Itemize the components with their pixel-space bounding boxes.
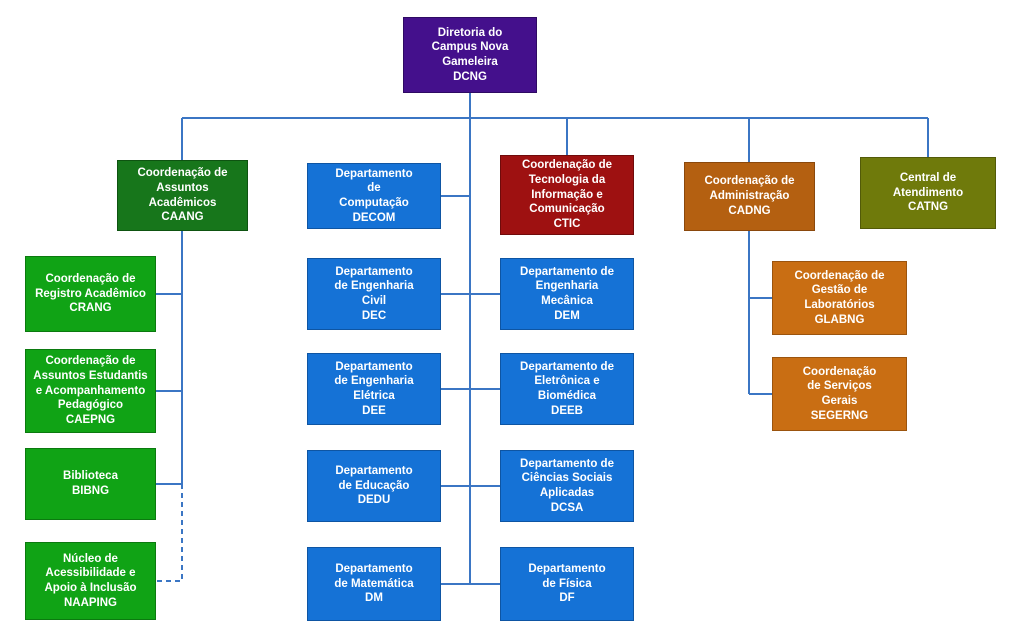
- node-label: Departamento de Eletrônica e Biomédica D…: [520, 360, 614, 417]
- node-label: Diretoria do Campus Nova Gameleira DCNG: [431, 26, 509, 83]
- node-dm: Departamento de Matemática DM: [307, 547, 441, 621]
- node-label: Departamento de Engenharia Mecânica DEM: [520, 265, 614, 322]
- solid-connectors: [156, 93, 929, 585]
- edge-stub-naaping-dashed: [156, 484, 183, 582]
- node-dem: Departamento de Engenharia Mecânica DEM: [500, 258, 634, 330]
- node-caang: Coordenação de Assuntos Acadêmicos CAANG: [117, 160, 248, 231]
- node-label: Departamento de Ciências Sociais Aplicad…: [520, 457, 614, 514]
- node-caepng: Coordenação de Assuntos Estudantis e Aco…: [25, 349, 156, 433]
- node-label: Departamento de Física DF: [528, 562, 606, 605]
- node-glabng: Coordenação de Gestão de Laboratórios GL…: [772, 261, 907, 335]
- node-decom: Departamento de Computação DECOM: [307, 163, 441, 229]
- node-ctic: Coordenação de Tecnologia da Informação …: [500, 155, 634, 235]
- node-label: Coordenação de Registro Acadêmico CRANG: [35, 272, 146, 315]
- node-label: Coordenação de Administração CADNG: [704, 175, 795, 217]
- node-df: Departamento de Física DF: [500, 547, 634, 621]
- node-bibng: Biblioteca BIBNG: [25, 448, 156, 520]
- node-catng: Central de Atendimento CATNG: [860, 157, 996, 229]
- node-label: Coordenação de Assuntos Acadêmicos CAANG: [137, 167, 228, 224]
- node-label: Coordenação de Assuntos Estudantis e Aco…: [33, 355, 148, 427]
- node-naaping: Núcleo de Acessibilidade e Apoio à Inclu…: [25, 542, 156, 620]
- node-label: Biblioteca BIBNG: [63, 470, 118, 497]
- node-dec: Departamento de Engenharia Civil DEC: [307, 258, 441, 330]
- node-label: Núcleo de Acessibilidade e Apoio à Inclu…: [44, 552, 137, 609]
- node-label: Departamento de Engenharia Elétrica DEE: [334, 360, 414, 417]
- node-label: Coordenação de Tecnologia da Informação …: [521, 159, 613, 231]
- node-cadng: Coordenação de Administração CADNG: [684, 162, 815, 231]
- node-label: Central de Atendimento CATNG: [892, 171, 964, 214]
- node-label: Departamento de Matemática DM: [334, 562, 414, 605]
- node-label: Coordenação de Gestão de Laboratórios GL…: [794, 269, 885, 326]
- node-dee: Departamento de Engenharia Elétrica DEE: [307, 353, 441, 425]
- node-label: Departamento de Engenharia Civil DEC: [334, 265, 414, 322]
- dashed-connectors: [156, 484, 183, 582]
- node-label: Departamento de Educação DEDU: [335, 464, 413, 507]
- node-crang: Coordenação de Registro Acadêmico CRANG: [25, 256, 156, 332]
- node-segerng: Coordenação de Serviços Gerais SEGERNG: [772, 357, 907, 431]
- node-deeb: Departamento de Eletrônica e Biomédica D…: [500, 353, 634, 425]
- node-dcsa: Departamento de Ciências Sociais Aplicad…: [500, 450, 634, 522]
- node-dedu: Departamento de Educação DEDU: [307, 450, 441, 522]
- node-label: Coordenação de Serviços Gerais SEGERNG: [802, 365, 877, 422]
- node-label: Departamento de Computação DECOM: [335, 167, 413, 224]
- node-dcng: Diretoria do Campus Nova Gameleira DCNG: [403, 17, 537, 93]
